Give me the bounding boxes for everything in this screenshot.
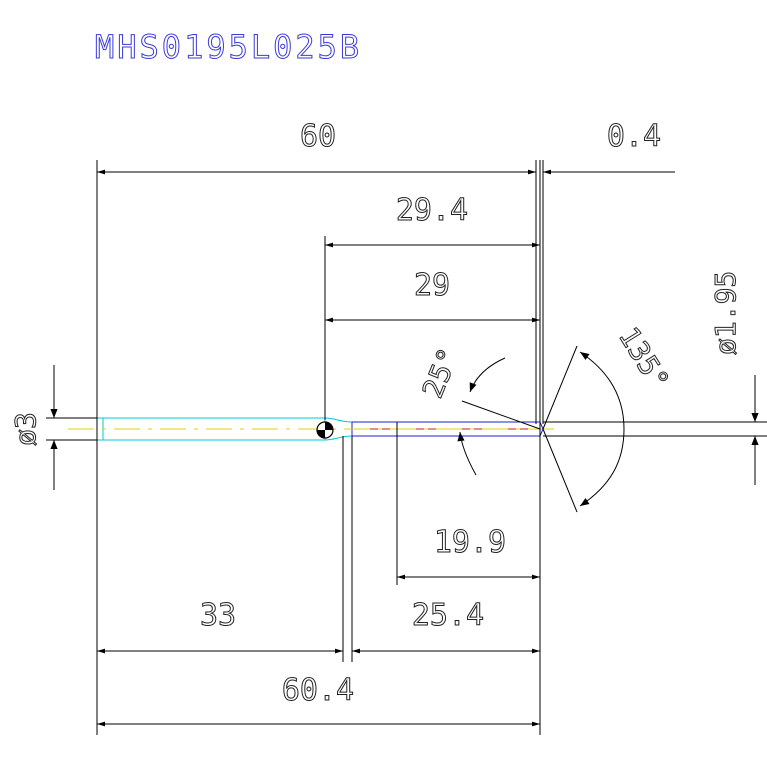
label-neck-angle: 25° — [416, 343, 466, 402]
label-flute: 29 — [414, 268, 450, 303]
label-flute-outer: 29.4 — [396, 193, 468, 228]
label-neck-length: 25.4 — [412, 598, 484, 633]
label-total-length: 60.4 — [282, 673, 354, 708]
label-tip-offset: 0.4 — [607, 119, 661, 154]
label-shank-length: 33 — [200, 598, 236, 633]
drawing-title: MHS0195L025B — [95, 28, 362, 66]
center-mark-icon — [316, 421, 334, 439]
dimension-lines — [50, 169, 759, 727]
angle-annotations — [457, 345, 625, 513]
label-overall-length: 60 — [300, 119, 336, 154]
label-cut-length: 19.9 — [434, 525, 506, 560]
tool-body — [68, 417, 560, 441]
dimension-labels: 60 0.4 29.4 29 19.9 33 25.4 60.4 25° 135… — [9, 119, 743, 709]
extension-lines — [46, 160, 767, 735]
neck-taper — [324, 417, 353, 441]
label-tip-diameter: ø1.95 — [709, 271, 742, 355]
label-shank-diameter: ø3 — [9, 412, 42, 446]
label-point-angle: 135° — [612, 321, 676, 396]
